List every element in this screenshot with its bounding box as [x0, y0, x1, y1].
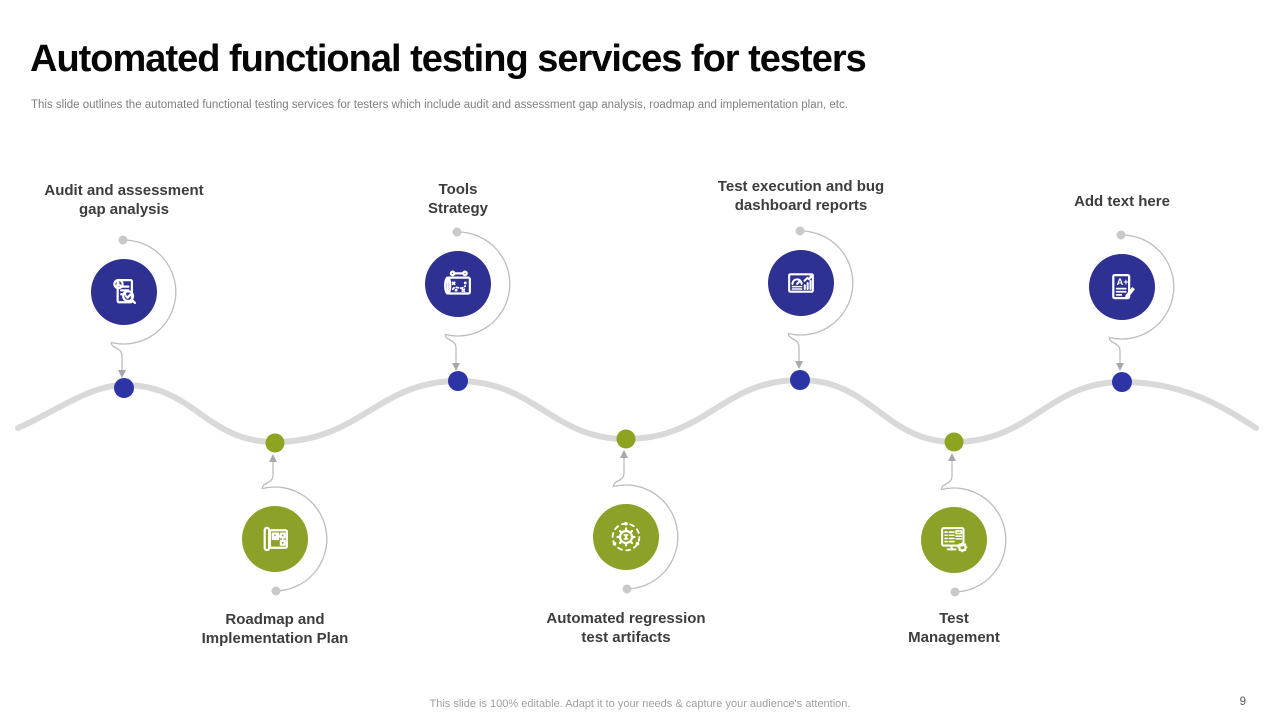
label-line1: Tools	[438, 181, 478, 198]
node-circle-test-execution	[768, 250, 834, 316]
slide-footer-note: This slide is 100% editable. Adapt it to…	[429, 698, 851, 710]
connector-arcs-bottom	[261, 457, 1007, 593]
page-number: 9	[1239, 696, 1246, 708]
node-circle-regression	[593, 504, 659, 570]
node-label-roadmap-plan: Roadmap and Implementation Plan	[165, 610, 385, 648]
page-title: Automated functional testing services fo…	[30, 38, 867, 80]
label-line1: Automated regression	[546, 610, 706, 627]
wave-line	[15, 376, 1259, 446]
node-label-audit-gap-analysis: Audit and assessment gap analysis	[14, 181, 234, 219]
tools-strategy-icon	[444, 270, 471, 295]
slide-subtitle: This slide outlines the automated functi…	[31, 99, 848, 111]
node-circle-roadmap	[242, 506, 308, 572]
dashboard-report-icon	[788, 273, 814, 293]
label-line2: gap analysis	[78, 201, 170, 219]
edit-document-icon: A+	[1112, 274, 1135, 300]
label-line1: Audit and assessment	[44, 182, 204, 199]
node-circle-add-text: A+	[1089, 254, 1155, 320]
test-management-icon	[941, 527, 968, 553]
roadmap-plan-icon	[263, 526, 288, 552]
node-circle-test-management	[921, 507, 987, 573]
label-line1: Test execution and bug	[717, 178, 885, 195]
label-line2: dashboard reports	[734, 197, 868, 215]
node-label-regression-artifacts: Automated regression test artifacts	[516, 609, 736, 647]
label-line1: Roadmap and	[225, 611, 325, 628]
label-line2: Strategy	[427, 200, 489, 218]
node-label-add-text: Add text here	[1012, 192, 1232, 211]
node-circle-tools-strategy	[425, 251, 491, 317]
label-line2: Implementation Plan	[201, 630, 349, 648]
label-line1: Add text here	[1074, 193, 1170, 210]
automation-gear-icon	[611, 521, 641, 552]
label-line2: Management	[908, 629, 1000, 647]
connector-arrowheads	[118, 361, 1124, 462]
audit-document-icon	[113, 278, 137, 305]
wave-milestone-dots	[114, 370, 1132, 453]
node-label-test-execution: Test execution and bug dashboard reports	[691, 177, 911, 215]
node-circle-audit	[91, 259, 157, 325]
label-line1: Test	[939, 610, 969, 627]
connector-start-dots	[118, 226, 1126, 597]
a-plus-glyph: A+	[1117, 277, 1129, 287]
label-line2: test artifacts	[581, 629, 671, 647]
node-label-test-management: Test Management	[844, 609, 1064, 647]
connector-arcs-top	[110, 230, 1175, 371]
node-label-tools-strategy: Tools Strategy	[348, 180, 568, 218]
